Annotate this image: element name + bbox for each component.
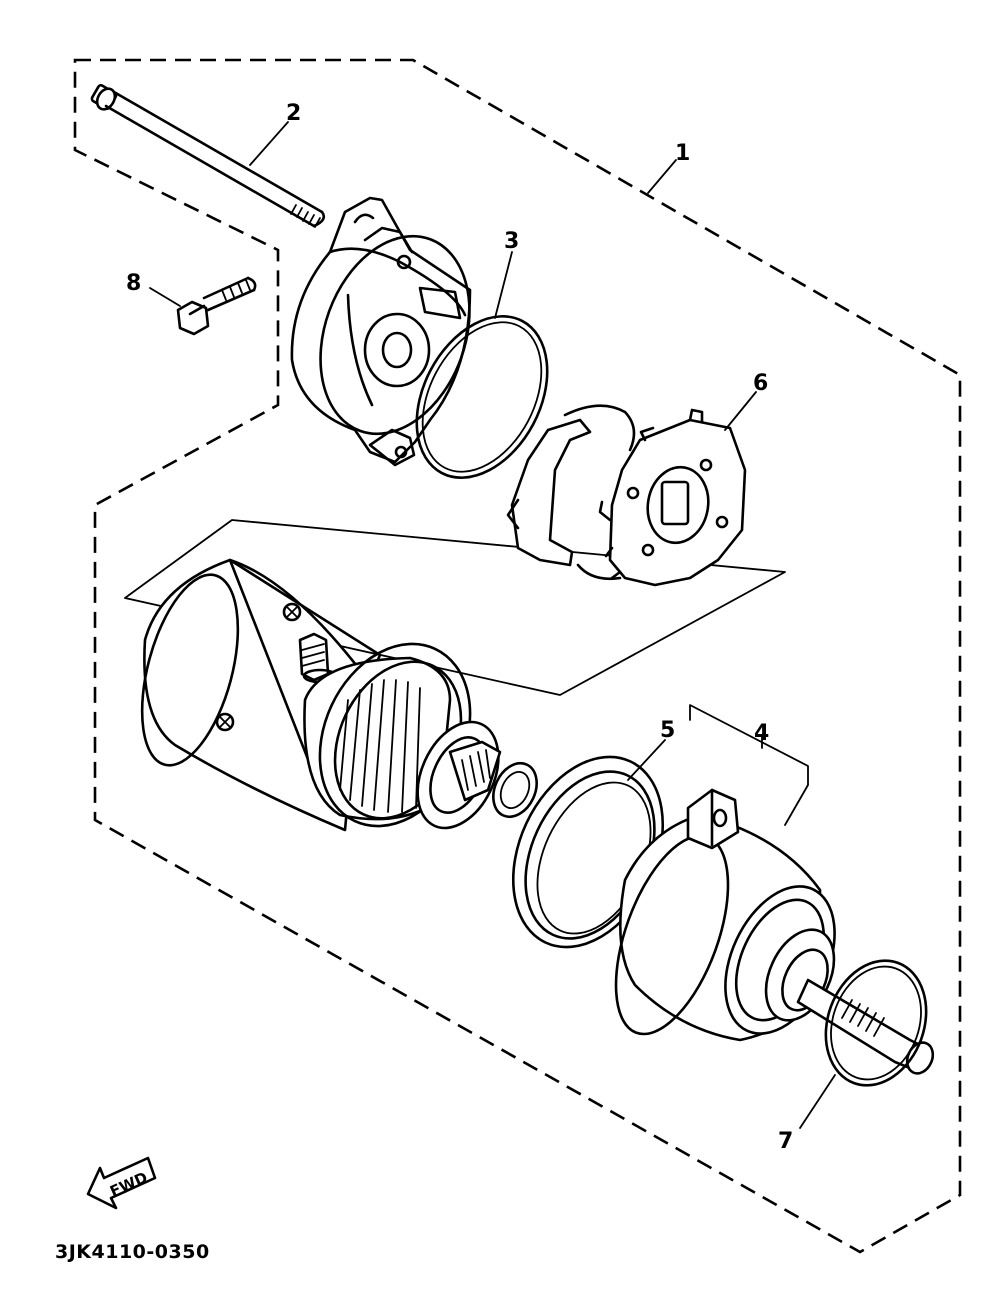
part-3-o-ring bbox=[415, 315, 549, 479]
callout-3: 3 bbox=[504, 229, 519, 254]
callout-8: 8 bbox=[126, 271, 141, 296]
part-2-through-bolt bbox=[90, 84, 326, 228]
callout-7: 7 bbox=[778, 1129, 793, 1154]
rear-cover bbox=[290, 196, 472, 467]
callout-4: 4 bbox=[754, 721, 769, 746]
assembly-boundary bbox=[73, 58, 962, 1254]
leader-5 bbox=[627, 739, 666, 781]
leader-7 bbox=[799, 1074, 836, 1129]
leader-8 bbox=[149, 287, 181, 307]
drawing-code: 3JK4110-0350 bbox=[55, 1241, 210, 1263]
armature bbox=[303, 642, 502, 830]
part-8-bolt bbox=[176, 276, 257, 336]
brush-holder bbox=[506, 404, 636, 580]
leader-3 bbox=[494, 251, 513, 319]
forward-arrow-icon: FWD bbox=[86, 1156, 157, 1210]
leader-4-bracket bbox=[689, 704, 809, 826]
callout-2: 2 bbox=[286, 101, 301, 126]
part-4-front-cover bbox=[614, 788, 935, 1075]
callout-5: 5 bbox=[660, 718, 675, 743]
part-6-brush-plate bbox=[598, 408, 747, 587]
leader-1 bbox=[647, 159, 677, 194]
washer bbox=[492, 761, 538, 819]
leader-6 bbox=[724, 391, 757, 431]
part-7-o-ring bbox=[824, 959, 928, 1087]
leader-2 bbox=[249, 121, 289, 166]
callout-6: 6 bbox=[753, 371, 768, 396]
callout-1: 1 bbox=[675, 141, 690, 166]
